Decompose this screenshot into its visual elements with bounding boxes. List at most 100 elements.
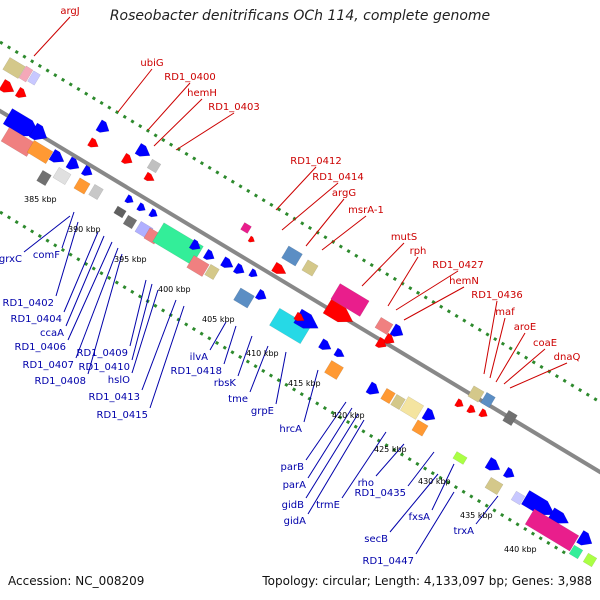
leader-rd1-0415 — [149, 305, 185, 409]
gene-feature-25 — [148, 208, 158, 218]
leader-comf — [61, 211, 75, 249]
gene-feature-68 — [452, 451, 468, 465]
gene-feature-10 — [65, 156, 80, 170]
gene-feature-51 — [322, 299, 354, 323]
gene-feature-40 — [254, 288, 267, 301]
leader-argg — [305, 198, 345, 247]
guide-line-bottom — [0, 210, 571, 558]
gene-feature-1 — [18, 65, 34, 83]
gene-feature-76 — [576, 530, 593, 546]
gene-label-rd1-0447: RD1_0447 — [363, 556, 414, 567]
leader-muts — [361, 242, 405, 287]
kbp-label-430-kbp: 430 kbp — [418, 477, 451, 486]
kbp-label-405-kbp: 405 kbp — [202, 315, 235, 324]
leader-rd1-0435 — [407, 451, 435, 487]
kbp-label-385-kbp: 385 kbp — [24, 195, 57, 204]
leader-grpe — [275, 351, 287, 405]
leader-ilva — [209, 321, 227, 351]
leader-hrca — [303, 369, 319, 423]
kbp-label-395-kbp: 395 kbp — [114, 255, 147, 264]
leader-rd1-0447 — [415, 491, 455, 555]
gene-feature-46 — [293, 311, 305, 322]
dotted-guide-lines — [0, 40, 600, 558]
gene-label-ilva: ilvA — [190, 352, 208, 363]
gene-feature-22 — [113, 205, 127, 219]
gene-feature-20 — [146, 158, 162, 174]
leader-para — [307, 407, 353, 479]
kbp-label-420-kbp: 420 kbp — [332, 411, 365, 420]
gene-feature-33 — [204, 263, 220, 281]
kbp-label-425-kbp: 425 kbp — [374, 445, 407, 454]
gene-feature-61 — [411, 419, 429, 437]
gene-label-ccaa: ccaA — [40, 328, 64, 339]
leader-tme — [249, 345, 269, 393]
gene-label-tme: tme — [228, 394, 248, 405]
gene-feature-54 — [382, 332, 395, 345]
gene-feature-43 — [301, 259, 319, 277]
leader-rd1-0427 — [395, 270, 459, 311]
gene-feature-19 — [120, 152, 133, 165]
gene-label-argg: argG — [332, 188, 356, 199]
gene-feature-13 — [52, 166, 72, 186]
topology-label: Topology: circular; Length: 4,133,097 bp… — [262, 574, 592, 588]
gene-label-rd1-0415: RD1_0415 — [97, 410, 148, 421]
gene-feature-21 — [143, 171, 155, 182]
gene-feature-53 — [389, 323, 404, 337]
leader-ubig — [117, 68, 153, 113]
leader-rd1-0409 — [129, 279, 147, 347]
gene-label-trme: trmE — [316, 500, 340, 511]
gene-label-comf: comF — [33, 250, 60, 261]
gene-feature-64 — [454, 398, 464, 408]
leader-rd1-0436 — [483, 300, 498, 375]
leader-fxsa — [431, 463, 455, 511]
gene-feature-4 — [14, 86, 27, 99]
leader-dnaq — [509, 362, 568, 389]
gene-feature-9 — [48, 148, 65, 163]
gene-label-grxc: grxC — [0, 254, 22, 265]
gene-feature-17 — [87, 137, 99, 148]
gene-feature-78 — [582, 552, 598, 568]
gene-label-rd1-0427: RD1_0427 — [432, 260, 483, 271]
gene-feature-77 — [568, 544, 584, 560]
gene-feature-18 — [134, 142, 151, 157]
gene-label-rd1-0412: RD1_0412 — [290, 156, 341, 167]
gene-feature-6 — [28, 122, 48, 141]
gene-label-rd1-0408: RD1_0408 — [35, 376, 86, 387]
gene-label-rd1-0400: RD1_0400 — [164, 72, 215, 83]
leader-coae — [503, 348, 546, 385]
gene-label-rd1-0414: RD1_0414 — [312, 172, 363, 183]
gene-feature-69 — [484, 456, 501, 471]
kbp-label-435-kbp: 435 kbp — [460, 511, 493, 520]
gene-feature-31 — [202, 248, 215, 261]
gene-feature-12 — [36, 169, 52, 187]
leader-parb — [305, 401, 347, 461]
gene-feature-37 — [240, 222, 252, 234]
gene-label-hemn: hemN — [449, 276, 479, 287]
gene-label-rd1-0406: RD1_0406 — [15, 342, 66, 353]
gene-label-aroe: aroE — [514, 322, 536, 333]
leader-rd1-0403 — [175, 112, 235, 151]
gene-label-trxa: trxA — [453, 526, 474, 537]
gene-label-para: parA — [283, 480, 307, 491]
gene-label-rd1-0436: RD1_0436 — [471, 290, 522, 301]
gene-label-rd1-0402: RD1_0402 — [3, 298, 54, 309]
gene-feature-0 — [2, 57, 26, 79]
genome-backbone — [0, 108, 600, 475]
gene-feature-38 — [247, 235, 255, 243]
gene-feature-41 — [271, 261, 287, 275]
kbp-label-400-kbp: 400 kbp — [158, 285, 191, 294]
gene-label-msra-1: msrA-1 — [348, 205, 384, 216]
gene-label-argj: argJ — [60, 6, 79, 17]
kbp-label-440-kbp: 440 kbp — [504, 545, 537, 554]
gene-feature-24 — [136, 202, 146, 212]
leader-grxc — [23, 215, 71, 253]
gene-feature-34 — [219, 256, 234, 268]
gene-feature-65 — [466, 404, 476, 414]
gene-feature-71 — [484, 476, 504, 496]
gene-feature-15 — [88, 183, 104, 201]
gene-feature-48 — [333, 347, 345, 358]
gene-feature-63 — [480, 391, 496, 409]
gene-feature-55 — [374, 336, 387, 349]
gene-label-hrca: hrcA — [279, 424, 302, 435]
gene-feature-59 — [399, 396, 425, 420]
